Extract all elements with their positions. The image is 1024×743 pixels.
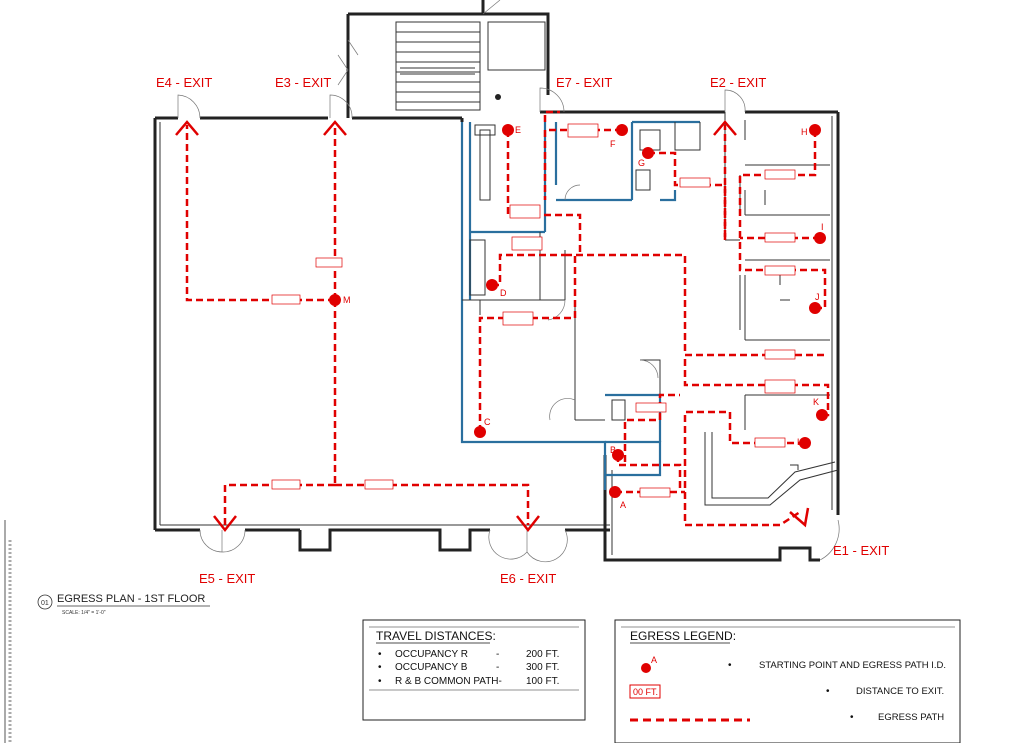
point-a-dot [609,486,621,498]
egress-path-c [478,255,577,432]
point-label-g: G [638,158,645,168]
egress-path-j [738,240,827,310]
point-label-b: B [610,445,616,455]
e5-arrow [213,515,237,533]
point-i-dot [814,232,826,244]
travel-row-value: 300 FT. [526,662,559,673]
legend-title: EGRESS LEGEND: [630,629,736,643]
travel-row-value: 100 FT. [526,676,559,687]
legend-distance-symbol [629,684,661,699]
travel-distances-box: TRAVEL DISTANCES: • OCCUPANCY R - 200 FT… [362,619,586,721]
exit-label-e3: E3 - EXIT [275,75,331,90]
point-f-dot [616,124,628,136]
plan-title: EGRESS PLAN - 1ST FLOOR [57,593,205,605]
egress-path-m-e4 [185,125,335,302]
svg-text:•: • [378,649,382,660]
e6-arrow [516,515,540,533]
e3-arrow [323,120,347,136]
point-label-c: C [484,417,491,427]
point-c-dot [474,426,486,438]
legend-start-point-symbol [641,663,651,673]
egress-path-g [648,151,727,240]
exit-label-e4: E4 - EXIT [156,75,212,90]
point-g-dot [642,147,654,159]
point-label-k: K [813,397,819,407]
point-j-dot [809,302,821,314]
starting-points [329,94,828,498]
egress-path-k [683,355,830,417]
point-label-a: A [620,500,626,510]
legend-item-distance: DISTANCE TO EXIT. [856,686,944,697]
point-e-dot [502,124,514,136]
travel-row-label: OCCUPANCY B [395,662,468,673]
travel-row-value: 200 FT. [526,649,559,660]
e4-arrow [175,120,199,136]
legend-symbol-letter: A [651,655,657,665]
egress-path-e [506,130,582,255]
point-label-i: I [821,222,824,232]
travel-row-label: R & B COMMON PATH- [395,676,502,687]
e1-arrow [789,507,810,528]
egress-legend-box: EGRESS LEGEND: A • STARTING POINT AND EG… [614,619,961,743]
egress-path-l [683,410,805,527]
exit-label-e5: E5 - EXIT [199,571,255,586]
point-label-l: L [797,437,802,447]
point-label-h: H [801,127,808,137]
interior-walls [462,112,830,430]
travel-row-label: OCCUPANCY R [395,649,468,660]
svg-text:•: • [850,712,854,723]
exit-labels: E4 - EXIT E3 - EXIT E7 - EXIT E2 - EXIT … [156,75,889,586]
egress-path-e7 [543,110,560,122]
exit-label-e7: E7 - EXIT [556,75,612,90]
travel-row-sep: - [496,649,499,660]
egress-path-d [492,253,565,287]
point-label-j: J [815,292,820,302]
point-label-e: E [515,125,521,135]
plan-number-circle [37,594,53,610]
legend-distance-sample: 00 FT. [633,687,658,697]
point-k-dot [816,409,828,421]
exit-label-e6: E6 - EXIT [500,571,556,586]
egress-path-b-up [623,393,680,462]
svg-text:•: • [378,676,382,687]
interior-partitions [460,120,700,490]
point-labels: M E F G H I J K L D C B A [343,125,824,510]
point-label-f: F [610,139,616,149]
point-d-dot [486,279,498,291]
point-l-dot [799,437,811,449]
point-h-dot [809,124,821,136]
svg-text:•: • [826,686,830,697]
plan-scale: SCALE: 1/4" = 1'-0" [62,610,106,616]
svg-text:•: • [378,662,382,673]
doors [177,0,840,563]
egress-path-main [565,253,825,357]
point-b-dot [612,449,624,461]
e2-arrow [713,120,737,136]
legend-item-egress-path: EGRESS PATH [878,712,944,723]
exterior-walls [153,0,840,562]
egress-path-e6 [335,483,530,525]
egress-path-b [616,455,682,492]
travel-row-sep: - [496,662,499,673]
point-m-dot [329,294,341,306]
plan-title-block: 01 EGRESS PLAN - 1ST FLOOR SCALE: 1/4" =… [37,593,210,616]
exit-arrows [175,120,810,533]
distance-boxes [271,123,796,498]
exit-label-e2: E2 - EXIT [710,75,766,90]
legend-item-start-point: STARTING POINT AND EGRESS PATH I.D. [759,660,946,671]
point-label-d: D [500,288,507,298]
egress-path-h [738,130,817,240]
plan-number: 01 [41,600,49,607]
travel-distances-title: TRAVEL DISTANCES: [376,629,496,643]
egress-path-e5 [223,483,335,525]
svg-text:•: • [728,660,732,671]
point-label-m: M [343,295,351,305]
exit-label-e1: E1 - EXIT [833,543,889,558]
e7-marker [495,94,501,100]
